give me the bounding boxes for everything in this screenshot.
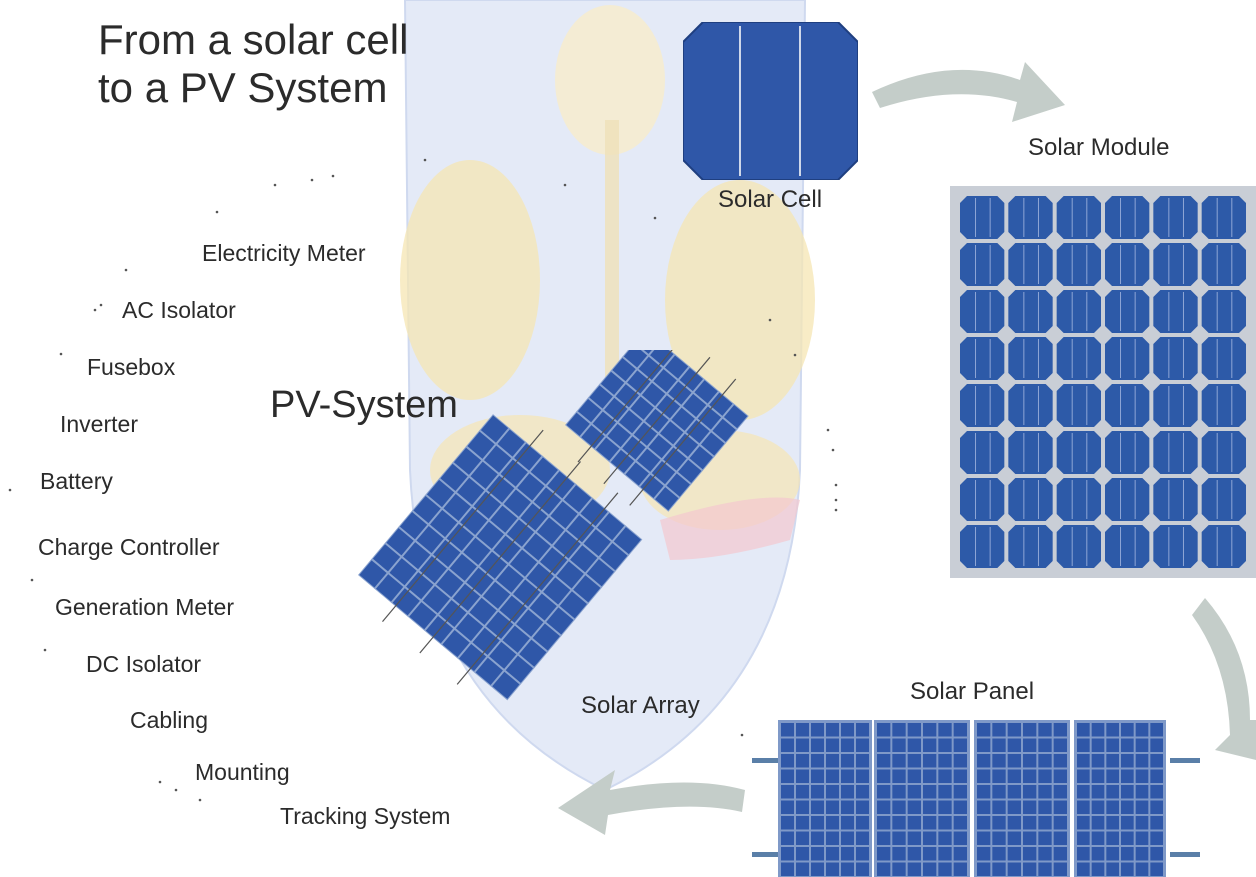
page-title: From a solar cell to a PV System	[98, 16, 408, 112]
component-ac-isolator: AC Isolator	[122, 297, 236, 323]
arrow-module-to-panel	[1192, 598, 1256, 760]
solar-module-graphic	[950, 186, 1256, 578]
component-fusebox: Fusebox	[87, 354, 176, 380]
component-mounting: Mounting	[195, 759, 290, 785]
title-line-1: From a solar cell	[98, 16, 409, 63]
solar-panel-graphic	[752, 720, 1200, 877]
label-solar-cell: Solar Cell	[718, 186, 823, 213]
label-solar-panel: Solar Panel	[910, 678, 1035, 705]
component-electricity-meter: Electricity Meter	[202, 240, 366, 266]
component-charge-controller: Charge Controller	[38, 534, 220, 560]
solar-cell-graphic	[683, 22, 858, 180]
label-solar-module: Solar Module	[1028, 134, 1170, 161]
label-solar-array: Solar Array	[581, 692, 700, 719]
arrow-cell-to-module	[872, 62, 1065, 122]
component-dc-isolator: DC Isolator	[86, 651, 202, 677]
component-battery: Battery	[40, 468, 113, 494]
component-inverter: Inverter	[60, 411, 138, 437]
solar-array-graphic	[358, 350, 749, 701]
component-cabling: Cabling	[130, 707, 208, 733]
label-pv-system: PV-System	[270, 384, 458, 426]
title-line-2: to a PV System	[98, 64, 388, 111]
component-generation-meter: Generation Meter	[55, 594, 234, 620]
arrow-panel-to-array	[558, 770, 745, 835]
component-tracking-system: Tracking System	[280, 803, 451, 829]
